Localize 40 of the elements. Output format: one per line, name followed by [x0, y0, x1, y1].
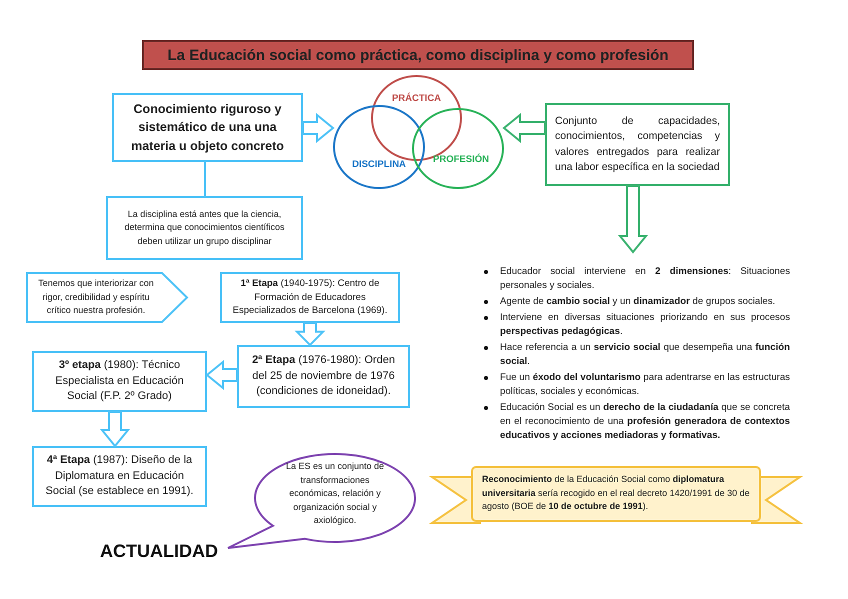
box-text: Tenemos que interiorizar con rigor, credibilidad y espíritu crítico nuestra profesión.: [37, 277, 155, 318]
box-text: 2ª Etapa (1976-1980): Orden del 25 de noviembre de 1976 (condiciones de idoneidad).: [251, 352, 396, 400]
text-box: [106, 196, 303, 260]
bullet-text: Fue un éxodo del voluntarismo para adentrarse en las estructuras políticas, sociales y económicas.: [500, 372, 790, 397]
text-box: [112, 93, 303, 162]
pentagon-arrow-box: [26, 272, 188, 323]
text-box: [32, 446, 207, 507]
text-box: [32, 351, 207, 412]
ribbon-banner: [430, 465, 802, 525]
text-box: [220, 272, 400, 323]
circle-label: DISCIPLINA: [351, 159, 407, 170]
block-arrow: [618, 185, 648, 254]
circle-label: PROFESIÓN: [432, 154, 490, 165]
text-box: [545, 103, 730, 186]
block-arrow: [302, 112, 335, 144]
bubble-text: La ES es un conjunto de transformaciones económicas, relación y organización social y axiológico.: [284, 460, 386, 527]
block-arrow: [205, 360, 238, 390]
block-arrow: [100, 411, 130, 448]
block-arrow: [294, 322, 326, 346]
bullet-text: Interviene en diversas situaciones priorizando en sus procesos perspectivas pedagógicas.: [500, 312, 790, 337]
connector-line: [204, 162, 206, 196]
speech-bubble: [225, 452, 417, 550]
text-box: [237, 345, 410, 408]
block-arrow: [502, 112, 546, 144]
box-text: Conocimiento riguroso y sistemático de una una materia u objeto concreto: [130, 101, 285, 155]
venn-circle: [412, 108, 504, 189]
box-text: Conjunto de capacidades, conocimientos, competencias y valores entregados para realizar una labor específica en la sociedad: [555, 114, 720, 175]
bullet-text: Hace referencia a un servicio social que desempeña una función social.: [500, 342, 790, 367]
banner-text: Reconocimiento de la Educación Social como diplomatura universitaria sería recogido en el real decreto 1420/1991 de 30 de agosto (BOE de 10 de octubre de 1991).: [482, 473, 750, 513]
heading-text: ACTUALIDAD: [100, 541, 218, 562]
title-banner: La Educación social como práctica, como disciplina y como profesión: [142, 40, 694, 70]
box-text: 3º etapa (1980): Técnico Especialista en Educación Social (F.P. 2º Grado): [54, 358, 185, 404]
box-text: 4ª Etapa (1987): Diseño de la Diplomatura en Educación Social (se establece en 1991).: [44, 452, 194, 500]
bullet-text: Educador social interviene en 2 dimensiones: Situaciones personales y sociales.: [500, 266, 790, 291]
circle-label: PRÁCTICA: [390, 93, 442, 104]
box-text: 1ª Etapa (1940-1975): Centro de Formación de Educadores Especializados de Barcelona (1969).: [232, 276, 388, 318]
bullet-text: Educación Social es un derecho de la ciudadanía que se concreta en el reconocimiento de una profesión generadora de contextos educativos y acciones mediadoras y formativas.: [500, 402, 790, 441]
venn-circle: [333, 105, 425, 189]
box-text: La disciplina está antes que la ciencia, determina que conocimientos científicos deben utilizar un grupo disciplinar: [123, 208, 286, 248]
bullet-text: Agente de cambio social y un dinamizador de grupos sociales.: [500, 296, 776, 307]
